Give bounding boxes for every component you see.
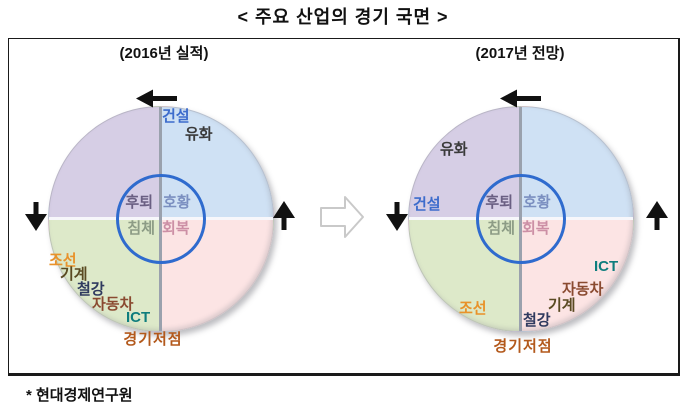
trough-label-2016: 경기저점 xyxy=(123,331,183,348)
industry-label-steel-2017: 철강 xyxy=(523,312,551,329)
business-cycle-circle-2016 xyxy=(48,106,274,332)
phase-label-boom-2017: 호황 xyxy=(523,194,551,211)
phase-label-recovery-2017: 회복 xyxy=(522,220,550,237)
rotation-arrow-down-icon xyxy=(386,202,408,231)
rotation-arrow-up-icon xyxy=(646,201,668,230)
phase-label-recovery-2016: 회복 xyxy=(162,220,190,237)
industry-label-petrochemical-2016: 유화 xyxy=(185,126,213,143)
transition-arrow-icon xyxy=(320,196,364,238)
panel-subtitle-2016: (2016년 실적) xyxy=(119,45,209,62)
industry-label-construction-2017: 건설 xyxy=(413,196,441,213)
rotation-arrow-top-left-icon xyxy=(136,89,177,108)
rotation-arrow-top-left-icon xyxy=(500,89,541,108)
trough-label-2017: 경기저점 xyxy=(493,338,553,355)
phase-label-boom-2016: 호황 xyxy=(163,194,191,211)
industry-label-machinery-2017: 기계 xyxy=(548,297,576,314)
rotation-arrow-down-icon xyxy=(25,202,47,231)
industry-label-automobile-2016: 자동차 xyxy=(92,296,134,313)
source-note: * 현대경제연구원 xyxy=(26,387,133,404)
cycle-inner-circle xyxy=(116,174,206,264)
industry-label-automobile-2017: 자동차 xyxy=(562,281,604,298)
phase-label-recession-2017: 후퇴 xyxy=(485,194,513,211)
rotation-arrow-up-icon xyxy=(273,201,295,230)
panel-subtitle-2017: (2017년 전망) xyxy=(475,45,565,62)
phase-label-recession-2016: 후퇴 xyxy=(125,194,153,211)
phase-label-depression-2016: 침체 xyxy=(127,220,155,237)
industry-label-shipbuilding-2016: 조선 xyxy=(49,252,77,269)
industry-label-construction-2016: 건설 xyxy=(162,108,190,125)
industry-label-ict-2017: ICT xyxy=(594,258,619,275)
phase-label-depression-2017: 침체 xyxy=(487,220,515,237)
industry-label-steel-2016: 철강 xyxy=(77,281,105,298)
industry-label-ict-2016: ICT xyxy=(126,309,151,326)
page-title: < 주요 산업의 경기 국면 > xyxy=(237,7,449,27)
cycle-inner-circle xyxy=(476,174,566,264)
business-cycle-circle-2017 xyxy=(408,106,634,332)
industry-label-machinery-2016: 기계 xyxy=(60,266,88,283)
industry-label-shipbuilding-2017: 조선 xyxy=(459,300,487,317)
industry-label-petrochemical-2017: 유화 xyxy=(440,141,468,158)
